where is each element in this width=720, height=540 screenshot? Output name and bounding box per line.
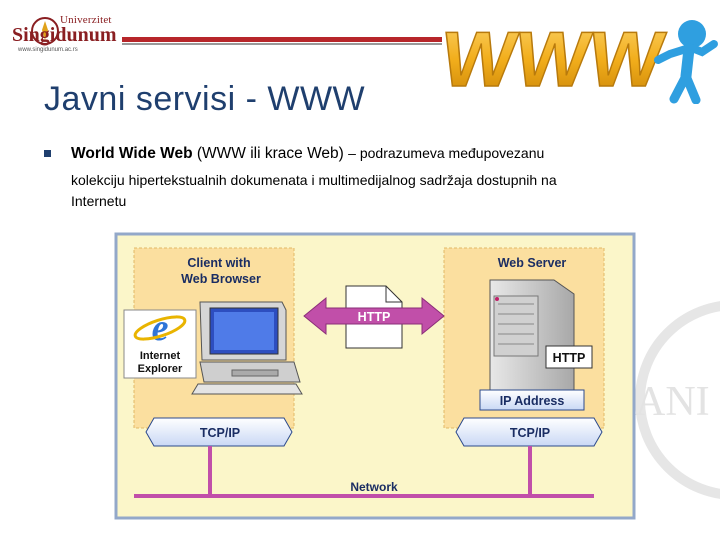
logo-emblem-icon — [31, 17, 59, 45]
tcp-ip-left-box — [145, 417, 293, 447]
header-bar-shadow — [122, 43, 442, 45]
tcp-ip-right-box — [455, 417, 603, 447]
www-banner-text: WWW — [436, 15, 669, 103]
bullet-definition-start: – podrazumeva međupovezanu — [348, 145, 545, 161]
ie-label-line-2: Explorer — [138, 363, 183, 375]
client-label-line-1: Client with — [187, 256, 250, 270]
http-arrow-label: HTTP — [358, 310, 391, 324]
bullet-continuation: kolekciju hipertekstualnih dokumenata i … — [71, 170, 671, 212]
page-title: Javni servisi - WWW — [44, 80, 366, 118]
watermark-seal: ANI — [635, 301, 720, 499]
logo-name-text: Singidunum — [12, 24, 117, 46]
ie-label-line-1: Internet — [140, 350, 181, 362]
client-label-line-2: Web Browser — [181, 272, 261, 286]
server-tower-icon — [489, 279, 575, 393]
bullet-marker — [44, 150, 51, 157]
ip-address-label: IP Address — [500, 394, 565, 408]
www-banner: WWW — [435, 15, 718, 104]
bullet-line-2: kolekciju hipertekstualnih dokumenata i … — [71, 172, 557, 188]
bullet-term: World Wide Web — [71, 145, 193, 162]
tcp-ip-right-label: TCP/IP — [510, 426, 550, 440]
logo — [8, 12, 120, 56]
bullet-line-3: Internetu — [71, 193, 127, 209]
logo-url-text: www.singidunum.ac.rs — [18, 47, 78, 53]
bullet-line-1: World Wide Web (WWW ili krace Web) – pod… — [71, 145, 544, 163]
svg-text:e: e — [152, 307, 169, 349]
www-network-diagram: Client with Web Browser Web Server e Int… — [114, 232, 636, 520]
watermark-text: ANI — [635, 379, 710, 425]
server-http-label: HTTP — [553, 351, 586, 365]
tcp-ip-left-label: TCP/IP — [200, 426, 240, 440]
network-label: Network — [350, 480, 398, 494]
stick-figure-icon — [654, 20, 718, 104]
ip-address-box — [479, 389, 585, 411]
internet-explorer-logo-icon: e Internet Explorer — [123, 307, 197, 379]
bullet-parenthetical: (WWW ili krace Web) — [192, 145, 349, 162]
server-http-box — [545, 345, 593, 369]
desktop-computer-icon — [191, 301, 303, 395]
server-label: Web Server — [498, 256, 567, 270]
logo-university-text: Univerzitet — [60, 14, 112, 26]
http-double-arrow — [303, 296, 445, 336]
header-bar — [122, 37, 442, 42]
